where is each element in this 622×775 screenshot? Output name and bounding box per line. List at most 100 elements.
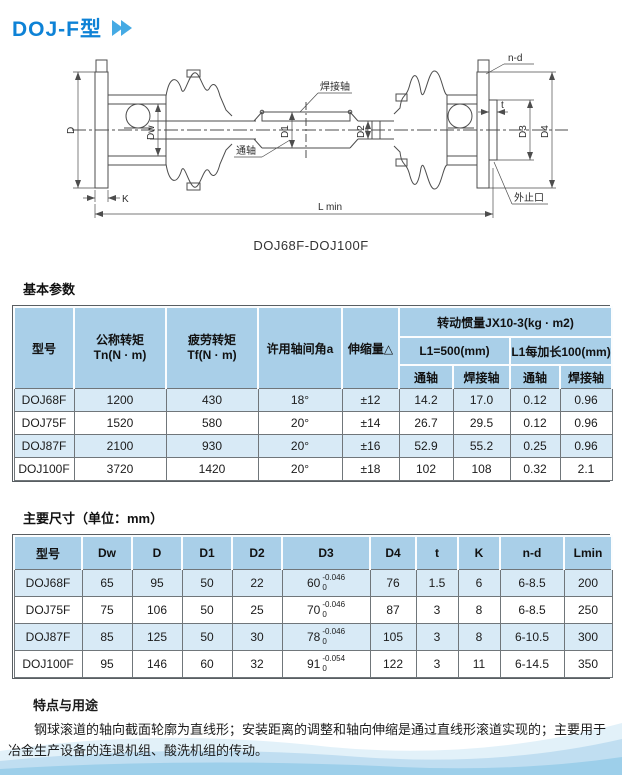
table-cell: 1200 (73, 388, 167, 412)
page-title: DOJ-F型 (12, 18, 102, 41)
drawing-caption: DOJ68F-DOJ100F (253, 238, 369, 253)
dim-label-D: D (66, 127, 77, 134)
header-model: 型号 (13, 306, 75, 389)
table-cell: DOJ87F (13, 623, 83, 651)
table-cell: DOJ100F (13, 457, 75, 481)
table-cell: 0.12 (509, 411, 561, 435)
table-cell: 25 (231, 596, 283, 624)
table-cell: ±18 (341, 457, 400, 481)
dim-label-D2: D2 (356, 125, 367, 138)
table-cell: ±14 (341, 411, 400, 435)
table-cell: 200 (563, 569, 613, 597)
table-row: DOJ75F 1520 580 20° ±14 26.7 29.5 0.12 0… (13, 411, 613, 435)
table-cell: 250 (563, 596, 613, 624)
table-cell: 3720 (73, 457, 167, 481)
dim-label-Dw: Dw (146, 125, 157, 140)
table-cell: 0.25 (509, 434, 561, 458)
header-angle: 许用轴间角a (257, 306, 343, 389)
basic-params-heading: 基本参数 (23, 282, 76, 297)
table-cell: 0.32 (509, 457, 561, 481)
dimensions-table: 型号 Dw D D1 D2 D3 D4 t K n-d Lmin DOJ68F … (12, 534, 613, 679)
header-D4: D4 (369, 535, 417, 570)
table-cell: 6-14.5 (499, 650, 565, 678)
basic-params-table: 型号 公称转矩 Tn(N · m) 疲劳转矩 Tf(N · m) 许用轴间角a … (12, 305, 614, 482)
table-cell: 108 (452, 457, 511, 481)
table-cell: 930 (165, 434, 259, 458)
table-cell: 11 (457, 650, 501, 678)
header-K: K (457, 535, 501, 570)
table-cell: 65 (81, 569, 133, 597)
table-cell: 30 (231, 623, 283, 651)
header-through-shaft: 通轴 (398, 364, 454, 389)
outer-spigot-label: 外止口 (514, 192, 544, 204)
table-cell: 8 (457, 596, 501, 624)
table-cell: 6 (457, 569, 501, 597)
table-cell: 52.9 (398, 434, 454, 458)
table-cell: 6-8.5 (499, 596, 565, 624)
dim-label-Lmin: L min (318, 202, 342, 213)
table-cell: 8 (457, 623, 501, 651)
table-row: DOJ68F 1200 430 18° ±12 14.2 17.0 0.12 0… (13, 388, 613, 412)
table-cell: 1520 (73, 411, 167, 435)
table-cell: DOJ87F (13, 434, 75, 458)
dim-label-nd: n-d (508, 53, 522, 64)
table-cell: 2.1 (559, 457, 613, 481)
table-cell: DOJ75F (13, 596, 83, 624)
header-row: L1=500(mm) L1每加长100(mm) (14, 336, 614, 366)
dim-label-D4: D4 (540, 125, 551, 138)
page-header: DOJ-F型 (12, 14, 622, 42)
table-cell: 26.7 (398, 411, 454, 435)
table-cell: 20° (257, 434, 343, 458)
table-cell: 17.0 (452, 388, 511, 412)
header-Dw: Dw (81, 535, 133, 570)
table-cell: 95 (81, 650, 133, 678)
header-extension: 伸缩量△ (341, 306, 400, 389)
table-cell: 22 (231, 569, 283, 597)
table-cell: 430 (165, 388, 259, 412)
table-cell: 300 (563, 623, 613, 651)
through-shaft-label: 通轴 (236, 144, 256, 157)
dim-label-D3: D3 (518, 125, 529, 138)
table-cell: 18° (257, 388, 343, 412)
table-cell: 3 (415, 650, 459, 678)
features-heading: 特点与用途 (33, 698, 99, 713)
table-cell: 87 (369, 596, 417, 624)
header-inertia: 转动惯量JX10-3(kg · m2) (397, 306, 614, 338)
table-cell: 20° (257, 411, 343, 435)
header-l100: L1每加长100(mm) (508, 336, 614, 366)
table-cell: 0.12 (509, 388, 561, 412)
dimensions-heading: 主要尺寸（单位：mm） (23, 511, 164, 526)
dim-label-D1: D1 (280, 125, 291, 138)
header-D2: D2 (231, 535, 283, 570)
table-cell: ±16 (341, 434, 400, 458)
table-cell: 50 (181, 623, 233, 651)
table-cell: 102 (398, 457, 454, 481)
header-row: 型号 公称转矩 Tn(N · m) 疲劳转矩 Tf(N · m) 许用轴间角a … (13, 306, 614, 389)
header-Lmin: Lmin (563, 535, 613, 570)
welded-shaft-label: 焊接轴 (320, 80, 350, 93)
features-body: 钢球滚道的轴向截面轮廓为直线形；安装距离的调整和轴向伸缩是通过直线形滚道实现的；… (8, 722, 607, 758)
table-row: DOJ100F 3720 1420 20° ±18 102 108 0.32 2… (13, 457, 613, 481)
table-cell: 14.2 (398, 388, 454, 412)
table-cell: 85 (81, 623, 133, 651)
header-D3: D3 (281, 535, 371, 570)
table-cell: 1420 (165, 457, 259, 481)
header-t: t (415, 535, 459, 570)
table-cell: 146 (131, 650, 183, 678)
dimension-annotations: D Dw D1 D2 焊接轴 通轴 n-d t (66, 53, 556, 218)
header-model: 型号 (13, 535, 83, 570)
table-row: DOJ87F 2100 930 20° ±16 52.9 55.2 0.25 0… (13, 434, 613, 458)
table-cell: 122 (369, 650, 417, 678)
table-cell: 55.2 (452, 434, 511, 458)
table-cell: 2100 (73, 434, 167, 458)
technical-drawing: D Dw D1 D2 焊接轴 通轴 n-d t (66, 53, 568, 218)
table-cell: 0.96 (559, 411, 613, 435)
table-cell: 1.5 (415, 569, 459, 597)
